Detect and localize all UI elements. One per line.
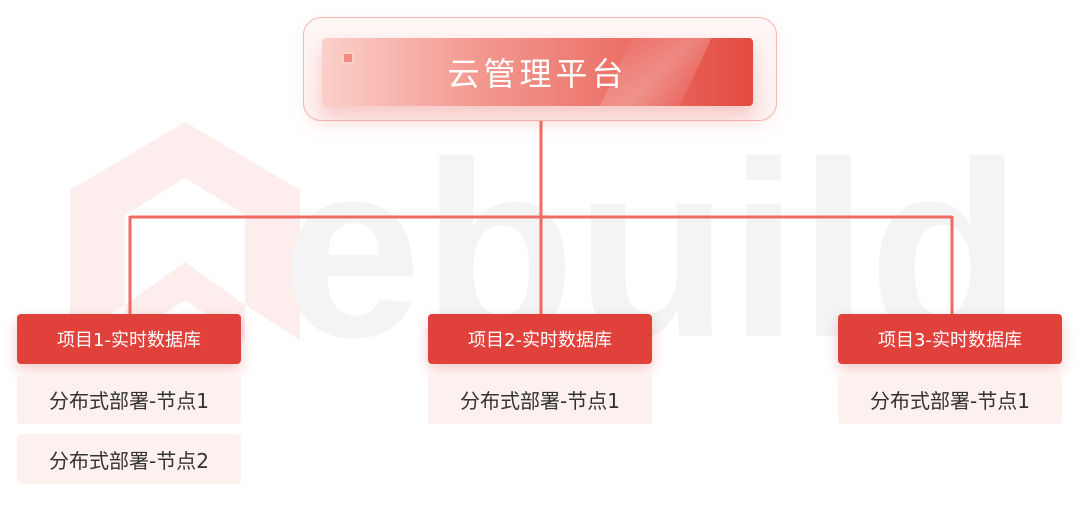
project-2-node-1: 分布式部署-节点1 — [428, 374, 652, 424]
project-3-node-1: 分布式部署-节点1 — [838, 374, 1062, 424]
root-title-bar: 云管理平台 — [322, 38, 753, 106]
project-1-node-2: 分布式部署-节点2 — [17, 434, 241, 484]
project-1-box: 项目1-实时数据库 — [17, 314, 241, 364]
project-3-box: 项目3-实时数据库 — [838, 314, 1062, 364]
root-card: 云管理平台 — [303, 17, 777, 121]
project-1-node-1: 分布式部署-节点1 — [17, 374, 241, 424]
project-2-box: 项目2-实时数据库 — [428, 314, 652, 364]
root-title: 云管理平台 — [447, 55, 628, 93]
root-dot-icon — [342, 52, 354, 64]
watermark-house-icon — [70, 122, 300, 340]
